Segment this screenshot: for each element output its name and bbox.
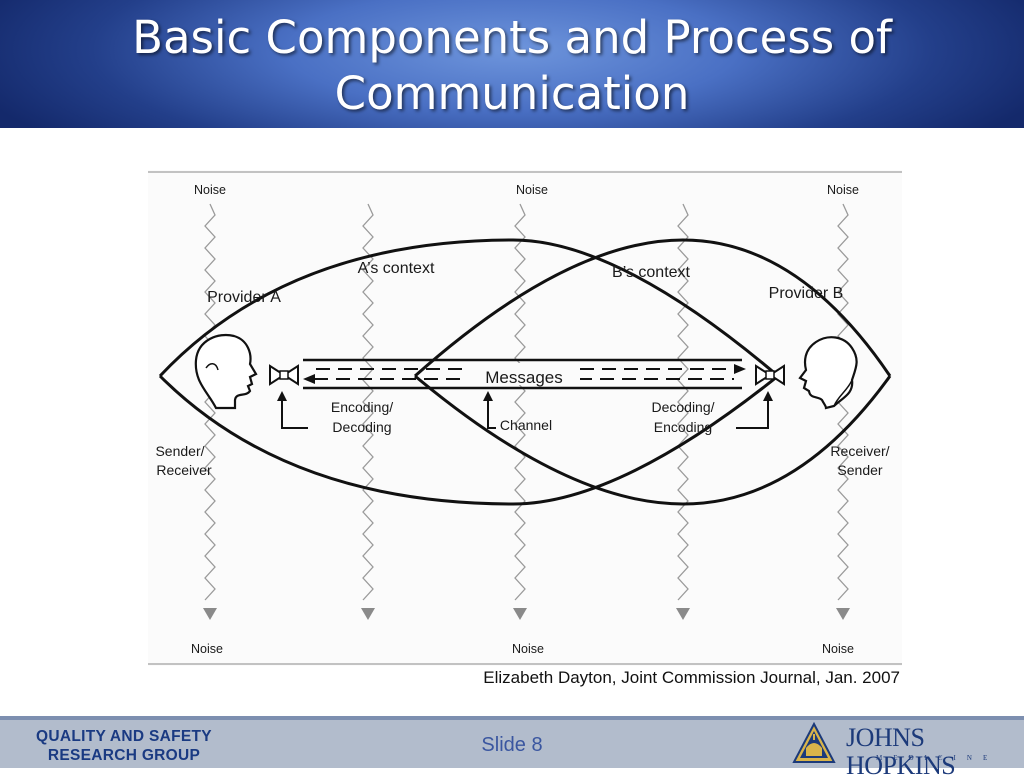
slide-title-line-2: Communication bbox=[334, 67, 690, 120]
decoding-encoding-label-line-2: Encoding bbox=[654, 419, 712, 435]
slide-title: Basic Components and Process of Communic… bbox=[0, 10, 1024, 122]
slide-number: Slide 8 bbox=[481, 734, 543, 756]
noise-zigzag-line bbox=[677, 203, 689, 601]
codec-icon-left bbox=[269, 364, 299, 386]
encoding-decoding-label-line-1: Encoding/ bbox=[331, 399, 393, 415]
footer-bar bbox=[0, 716, 1024, 768]
group-logo-line-1: QUALITY AND SAFETY bbox=[36, 728, 212, 745]
encoding-pointer-arrowhead bbox=[277, 391, 287, 401]
noise-label-bottom-3: Noise bbox=[822, 642, 854, 656]
decoding-pointer-arrow bbox=[736, 398, 769, 429]
a-context-upper-arc bbox=[158, 238, 779, 378]
channel-pointer-arrowhead bbox=[483, 391, 493, 401]
b-context-label: B’s context bbox=[612, 264, 691, 281]
noise-zigzag-line bbox=[362, 203, 374, 601]
noise-arrowhead bbox=[836, 608, 850, 620]
noise-label-top-3: Noise bbox=[827, 183, 859, 197]
noise-arrowhead bbox=[203, 608, 217, 620]
noise-label-bottom-2: Noise bbox=[512, 642, 544, 656]
receiver-sender-label-line-1: Receiver/ bbox=[830, 443, 889, 459]
communication-diagram-svg: Noise Noise Noise Noise Noise Noise A’s … bbox=[148, 170, 902, 666]
sender-receiver-label-line-1: Sender/ bbox=[155, 443, 204, 459]
message-arrow-right-head bbox=[734, 364, 746, 374]
noise-zigzag-line bbox=[514, 203, 526, 601]
b-context-lower-arc bbox=[414, 374, 892, 506]
provider-b-label: Provider B bbox=[769, 285, 844, 302]
codec-icon-right bbox=[755, 364, 785, 386]
hopkins-dome-seal-icon bbox=[792, 722, 836, 763]
messages-label-bg bbox=[468, 363, 580, 385]
noise-arrowhead bbox=[361, 608, 375, 620]
channel-label: Channel bbox=[500, 417, 552, 433]
noise-zigzag-line bbox=[204, 203, 216, 601]
noise-label-top-2: Noise bbox=[516, 183, 548, 197]
noise-arrowhead bbox=[513, 608, 527, 620]
decoding-encoding-label-line-1: Decoding/ bbox=[651, 399, 714, 415]
receiver-sender-label-line-2: Sender bbox=[837, 462, 882, 478]
a-context-lower-arc bbox=[158, 374, 779, 506]
provider-b-head-icon bbox=[798, 336, 858, 410]
noise-label-top-1: Noise bbox=[194, 183, 226, 197]
sender-receiver-label-line-2: Receiver bbox=[156, 462, 212, 478]
provider-a-head-icon bbox=[194, 333, 258, 410]
a-context-label: A’s context bbox=[358, 260, 435, 277]
message-arrow-left-head bbox=[303, 374, 315, 384]
group-logo: QUALITY AND SAFETY RESEARCH GROUP bbox=[14, 727, 234, 765]
communication-diagram: Noise Noise Noise Noise Noise Noise A’s … bbox=[148, 170, 902, 666]
b-context-upper-arc bbox=[414, 238, 892, 378]
decoding-pointer-arrowhead bbox=[763, 391, 773, 401]
messages-label: Messages bbox=[485, 368, 562, 387]
medicine-wordmark: MEDICINE bbox=[876, 754, 999, 762]
encoding-decoding-label-line-2: Decoding bbox=[332, 419, 391, 435]
channel-pointer-arrow bbox=[487, 398, 496, 429]
title-bar: Basic Components and Process of Communic… bbox=[0, 0, 1024, 128]
encoding-pointer-arrow bbox=[281, 398, 308, 429]
johns-hopkins-wordmark: JOHNS HOPKINS bbox=[846, 723, 956, 780]
group-logo-line-2: RESEARCH GROUP bbox=[47, 747, 201, 764]
slide-title-line-1: Basic Components and Process of bbox=[132, 11, 892, 64]
provider-a-label: Provider A bbox=[207, 289, 281, 306]
noise-label-bottom-1: Noise bbox=[191, 642, 223, 656]
source-caption: Elizabeth Dayton, Joint Commission Journ… bbox=[483, 668, 900, 687]
noise-arrowhead bbox=[676, 608, 690, 620]
